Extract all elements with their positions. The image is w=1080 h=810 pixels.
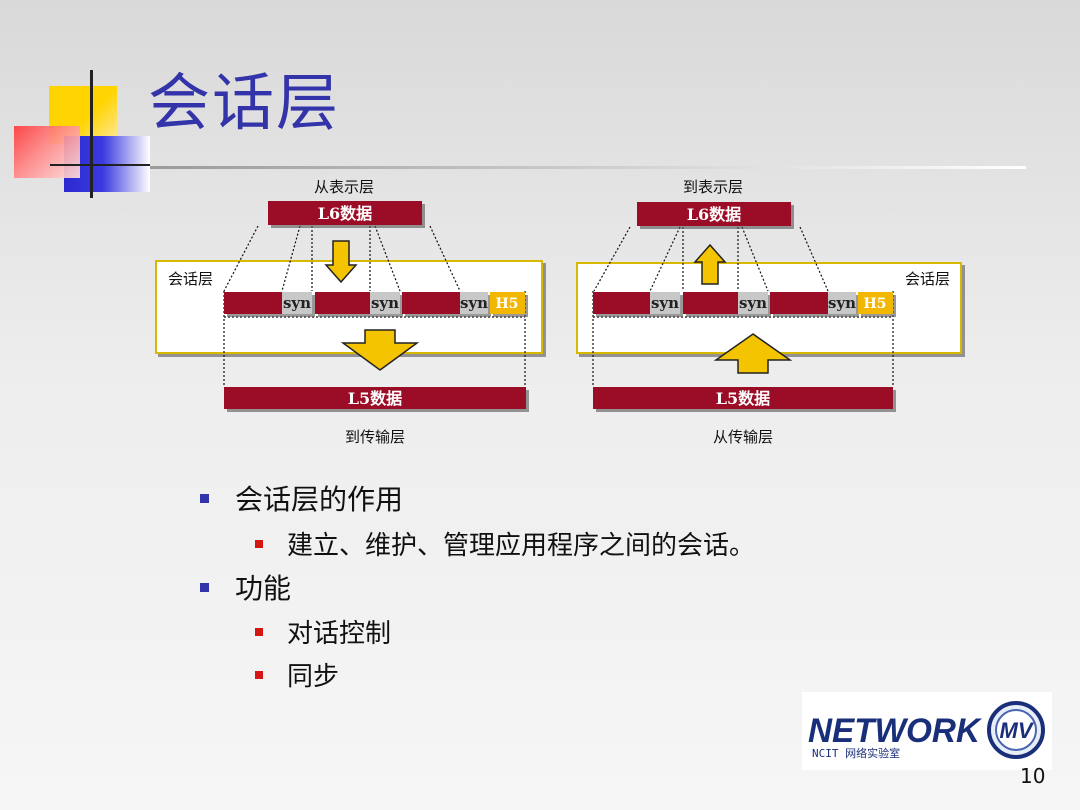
right-seg-2 xyxy=(683,292,738,314)
right-seg-3 xyxy=(770,292,828,314)
right-seg-1 xyxy=(593,292,650,314)
right-header xyxy=(858,292,893,314)
right-bottom-block xyxy=(593,387,893,409)
corner-decoration xyxy=(14,70,154,200)
network-lab-logo: NETWORK NCIT 网络实验室 MV xyxy=(802,692,1052,770)
right-syn-2-label: syn xyxy=(739,294,767,312)
left-bottom-block xyxy=(224,387,526,409)
bullet-item: 功能 xyxy=(200,567,291,607)
sub-bullet-text: 同步 xyxy=(287,662,340,692)
logo-wordmark: NETWORK xyxy=(808,712,982,750)
right-bottom-block-label: L5数据 xyxy=(716,389,770,408)
right-syn-1-label: syn xyxy=(651,294,679,312)
left-top-label: 从表示层 xyxy=(314,178,374,196)
logo-graphic: NETWORK NCIT 网络实验室 MV xyxy=(808,701,1045,760)
right-header-label: H5 xyxy=(864,296,887,312)
sub-bullet-item: 建立、维护、管理应用程序之间的会话。 xyxy=(255,525,755,562)
left-syn-2-label: syn xyxy=(371,294,399,312)
left-seg-3 xyxy=(402,292,460,314)
right-syn-1 xyxy=(650,292,680,314)
left-seg-2 xyxy=(315,292,370,314)
right-big-up-arrow-icon xyxy=(713,333,793,374)
bullet-text: 功能 xyxy=(235,572,292,605)
sub-bullet-item: 同步 xyxy=(255,656,339,693)
left-syn-1 xyxy=(282,292,312,314)
title-underline xyxy=(150,166,1026,169)
sub-bullet-text: 对话控制 xyxy=(287,619,392,649)
left-bottom-label: 到传输层 xyxy=(345,428,405,446)
left-header xyxy=(490,292,525,314)
left-seg-1 xyxy=(224,292,282,314)
right-syn-2 xyxy=(738,292,768,314)
right-layer-label: 会话层 xyxy=(905,270,950,288)
right-diagram: 到表示层 会话层 L6数据 syn syn syn H5 xyxy=(576,178,962,446)
sub-bullet-text: 建立、维护、管理应用程序之间的会话。 xyxy=(287,531,756,561)
left-syn-1-label: syn xyxy=(283,294,311,312)
vertical-line xyxy=(90,70,93,198)
bullet-text: 会话层的作用 xyxy=(235,483,404,516)
left-big-down-arrow-icon xyxy=(340,329,420,371)
right-bottom-label: 从传输层 xyxy=(713,428,773,446)
left-syn-3-label: syn xyxy=(460,294,488,312)
sub-bullet-item: 对话控制 xyxy=(255,613,391,650)
right-top-block-label: L6数据 xyxy=(687,205,741,224)
left-top-block-label: L6数据 xyxy=(318,204,372,223)
bullet-square-icon xyxy=(200,493,209,503)
red-square xyxy=(14,126,80,178)
sub-bullet-square-icon xyxy=(255,539,263,548)
left-small-down-arrow-icon xyxy=(324,240,358,284)
left-bottom-block-label: L5数据 xyxy=(348,389,402,408)
horizontal-line-short xyxy=(50,164,150,166)
left-header-label: H5 xyxy=(496,296,519,312)
logo-subtext: NCIT 网络实验室 xyxy=(812,746,900,760)
left-syn-2 xyxy=(370,292,400,314)
bullet-item: 会话层的作用 xyxy=(200,478,403,518)
left-diagram: 从表示层 会话层 L6数据 syn syn syn H5 xyxy=(155,178,543,446)
right-syn-3-label: syn xyxy=(828,294,856,312)
logo-emblem-text: MV xyxy=(1000,718,1035,743)
right-top-label: 到表示层 xyxy=(683,178,743,196)
sub-bullet-square-icon xyxy=(255,670,263,679)
right-small-up-arrow-icon xyxy=(693,243,727,285)
sub-bullet-square-icon xyxy=(255,627,263,636)
bullet-square-icon xyxy=(200,582,209,592)
page-title: 会话层 xyxy=(148,66,341,139)
left-top-block xyxy=(268,201,422,225)
left-connectors xyxy=(223,225,526,386)
left-layer-label: 会话层 xyxy=(168,270,213,288)
left-syn-3 xyxy=(460,292,488,314)
right-top-block xyxy=(637,202,791,226)
right-syn-3 xyxy=(828,292,856,314)
right-connectors xyxy=(592,226,894,386)
session-layer-diagram: 从表示层 会话层 L6数据 syn syn syn H5 xyxy=(155,178,962,446)
page-number: 10 xyxy=(1020,764,1046,788)
